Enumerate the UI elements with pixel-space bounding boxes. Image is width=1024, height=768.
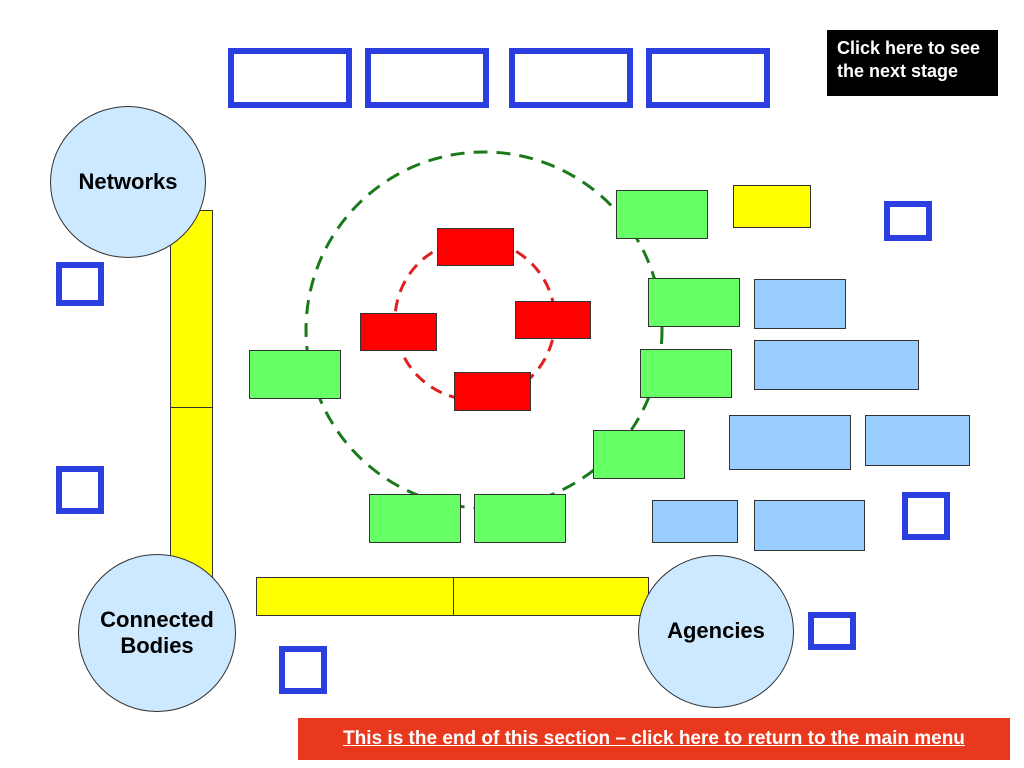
- small-blank-square: [279, 646, 327, 694]
- small-blank-square: [56, 262, 104, 306]
- small-blank-square: [56, 466, 104, 514]
- small-blank-square: [902, 492, 950, 540]
- red-box: [360, 313, 437, 351]
- yellow-horizontal-bar-right: [453, 577, 649, 616]
- small-blank-square: [808, 612, 856, 650]
- networks-label: Networks: [78, 168, 178, 194]
- light-blue-box: [754, 340, 919, 390]
- top-blank-box-2: [365, 48, 489, 108]
- green-box: [640, 349, 732, 398]
- connected-bodies-label: Connected Bodies: [100, 606, 214, 658]
- green-box: [616, 190, 708, 239]
- green-box: [593, 430, 685, 479]
- next-stage-button[interactable]: Click here to see the next stage: [827, 30, 998, 96]
- light-blue-box: [729, 415, 851, 470]
- green-box: [369, 494, 461, 543]
- red-box: [437, 228, 514, 266]
- light-blue-box: [865, 415, 970, 466]
- top-blank-box-1: [228, 48, 352, 108]
- yellow-vertical-bar-lower: [170, 407, 213, 585]
- yellow-horizontal-bar-left: [256, 577, 454, 616]
- yellow-box: [733, 185, 811, 228]
- green-box: [249, 350, 341, 399]
- red-box: [454, 372, 531, 411]
- next-stage-label: Click here to see the next stage: [837, 38, 981, 82]
- top-blank-box-4: [646, 48, 770, 108]
- light-blue-box: [754, 500, 865, 551]
- green-box: [474, 494, 566, 543]
- yellow-vertical-bar-upper: [170, 210, 213, 408]
- light-blue-box: [754, 279, 846, 329]
- connected-bodies-circle: Connected Bodies: [78, 554, 236, 712]
- red-box: [515, 301, 591, 339]
- small-blank-square: [884, 201, 932, 241]
- return-main-menu-label: This is the end of this section – click …: [343, 728, 965, 749]
- agencies-label: Agencies: [667, 618, 765, 644]
- return-main-menu-button[interactable]: This is the end of this section – click …: [297, 717, 1011, 761]
- top-blank-box-3: [509, 48, 633, 108]
- agencies-circle: Agencies: [638, 555, 794, 708]
- networks-circle: Networks: [50, 106, 206, 258]
- light-blue-box: [652, 500, 738, 543]
- green-box: [648, 278, 740, 327]
